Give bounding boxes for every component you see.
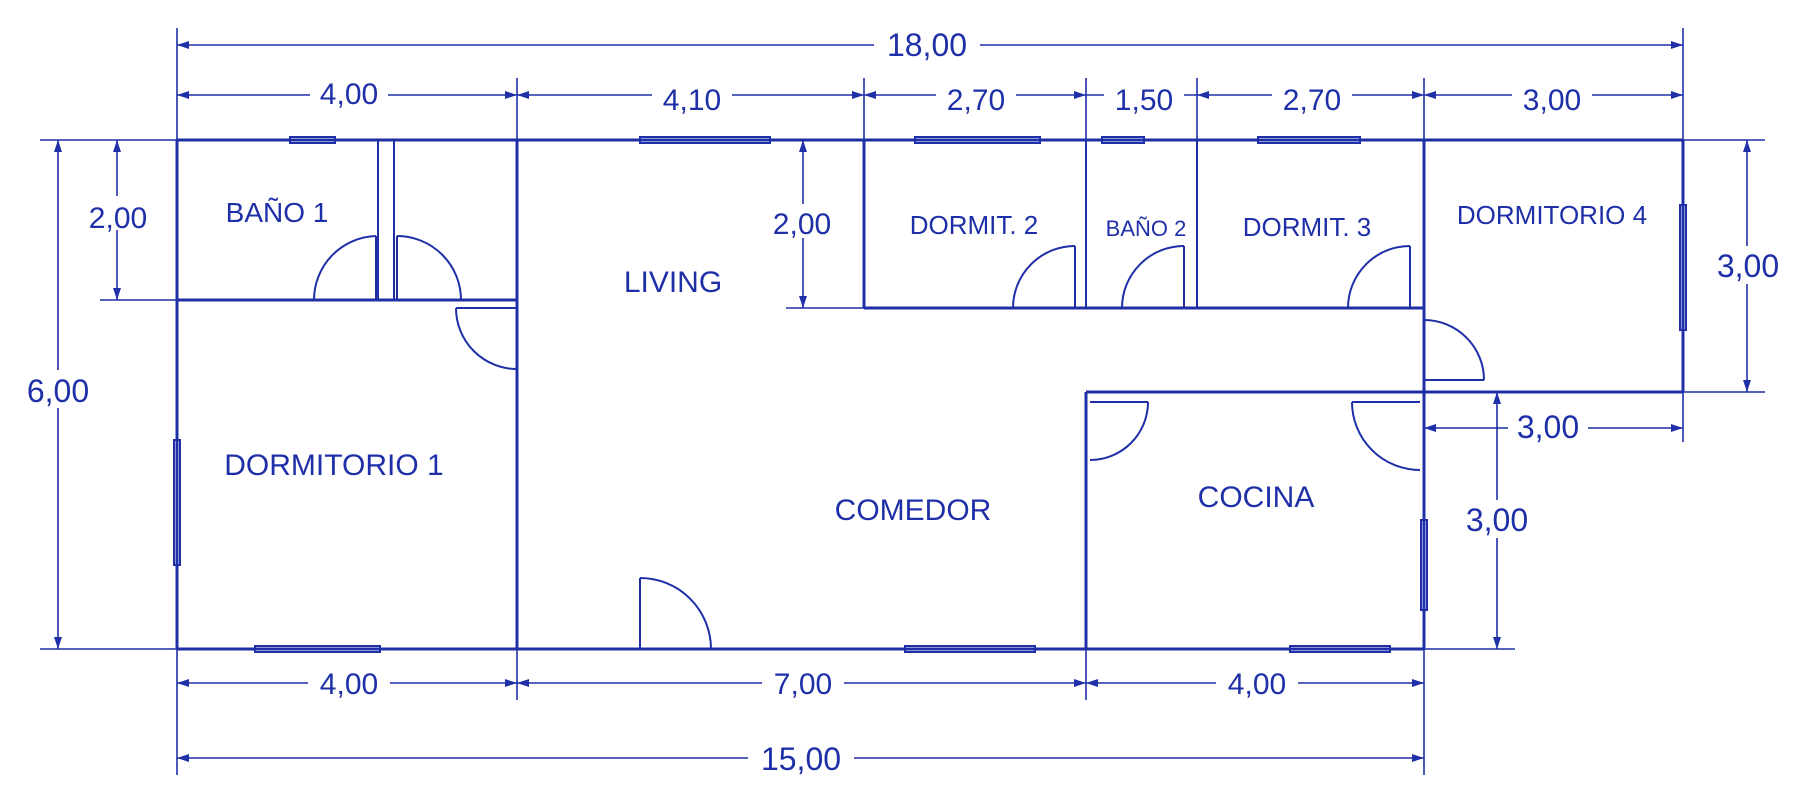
door-entry-swing bbox=[639, 577, 712, 650]
dim-bg-top-dorm4 bbox=[1512, 82, 1592, 116]
dim-bg-bottom-comedor bbox=[762, 665, 844, 701]
room-label-dormitorio1: DORMITORIO 1 bbox=[224, 449, 443, 482]
dim-bg-right-step bbox=[1508, 410, 1588, 446]
dim-bg-left-living bbox=[764, 204, 842, 238]
door-cocina-left-swing bbox=[1089, 401, 1149, 461]
dim-label-right-step: 3,00 bbox=[1517, 409, 1579, 445]
dim-label-top-living: 4,10 bbox=[663, 84, 721, 117]
window-dormit3 bbox=[1257, 136, 1361, 144]
doors bbox=[313, 235, 1485, 650]
dim-label-left-total: 6,00 bbox=[27, 373, 89, 409]
window-dormitorio1 bbox=[173, 439, 181, 566]
room-label-dormitorio4: DORMITORIO 4 bbox=[1457, 200, 1647, 230]
room-labels: BAÑO 1 DORMIT. 2 BAÑO 2 DORMIT. 3 DORMIT… bbox=[224, 197, 1647, 527]
door-dorm4-swing bbox=[1423, 319, 1485, 381]
dim-label-bottom-total: 15,00 bbox=[761, 741, 841, 777]
dim-label-top-dormit2: 2,70 bbox=[947, 84, 1005, 117]
dim-label-left-living: 2,00 bbox=[773, 208, 831, 241]
dim-bg-top-dormit3 bbox=[1272, 82, 1352, 116]
dim-label-top-dormit3: 2,70 bbox=[1283, 84, 1341, 117]
dim-label-bottom-comedor: 7,00 bbox=[774, 668, 832, 701]
window-dormit2 bbox=[914, 136, 1041, 144]
window-living bbox=[639, 136, 771, 144]
window-bano2 bbox=[1101, 136, 1145, 144]
door-bano1-right-swing bbox=[396, 235, 462, 301]
room-label-living: LIVING bbox=[624, 266, 722, 299]
dim-label-bottom-cocina: 4,00 bbox=[1228, 668, 1286, 701]
window-dormitorio4 bbox=[1679, 204, 1687, 331]
window-dormitorio1-bottom bbox=[254, 645, 381, 653]
room-label-cocina: COCINA bbox=[1198, 481, 1315, 514]
dim-bg-left-bano bbox=[80, 196, 160, 230]
room-label-comedor: COMEDOR bbox=[835, 494, 992, 527]
door-bano2-swing bbox=[1121, 245, 1185, 309]
door-dorm1-swing bbox=[455, 307, 518, 370]
room-label-bano2: BAÑO 2 bbox=[1106, 216, 1187, 241]
walls bbox=[175, 138, 1685, 651]
dim-bg-top-living bbox=[652, 82, 732, 116]
dim-label-top-bano2: 1,50 bbox=[1115, 84, 1173, 117]
dim-label-left-bano: 2,00 bbox=[89, 202, 147, 235]
dim-label-top-bano: 4,00 bbox=[320, 78, 378, 111]
dim-bg-top-dormit2 bbox=[936, 82, 1016, 116]
window-comedor bbox=[904, 645, 1036, 653]
door-bano1-left-swing bbox=[313, 235, 377, 301]
dim-bg-top-bano2 bbox=[1104, 82, 1184, 116]
dim-label-right-cocina: 3,00 bbox=[1466, 502, 1528, 538]
dim-label-top-total: 18,00 bbox=[887, 27, 967, 63]
room-label-dormit3: DORMIT. 3 bbox=[1243, 212, 1372, 242]
room-label-dormit2: DORMIT. 2 bbox=[910, 210, 1039, 240]
window-bano1 bbox=[289, 136, 336, 144]
dim-bg-left-total bbox=[18, 370, 102, 408]
dim-bg-bottom-cocina bbox=[1216, 665, 1298, 701]
dim-label-top-dorm4: 3,00 bbox=[1523, 84, 1581, 117]
dim-bg-bottom-dorm1 bbox=[308, 665, 390, 701]
windows bbox=[173, 136, 1687, 653]
window-cocina bbox=[1289, 645, 1391, 653]
dim-bg-top-total bbox=[874, 26, 980, 64]
dim-label-right-dorm4: 3,00 bbox=[1717, 248, 1779, 284]
dim-bg-right-cocina bbox=[1458, 500, 1538, 538]
dim-label-bottom-dorm1: 4,00 bbox=[320, 668, 378, 701]
dim-bg-bottom-total bbox=[748, 738, 854, 778]
dim-bg-right-dorm4 bbox=[1706, 246, 1794, 284]
room-label-bano1: BAÑO 1 bbox=[226, 197, 329, 228]
door-dormit2-swing bbox=[1012, 245, 1076, 309]
dimension-labels: 18,00 4,00 4,10 2,70 1,50 2,70 3,00 2,00… bbox=[18, 26, 1794, 778]
window-cocina-right bbox=[1420, 519, 1428, 611]
dim-bg-top-bano bbox=[310, 76, 388, 110]
door-dormit3-swing bbox=[1347, 245, 1411, 309]
door-cocina-right-swing bbox=[1351, 401, 1421, 471]
